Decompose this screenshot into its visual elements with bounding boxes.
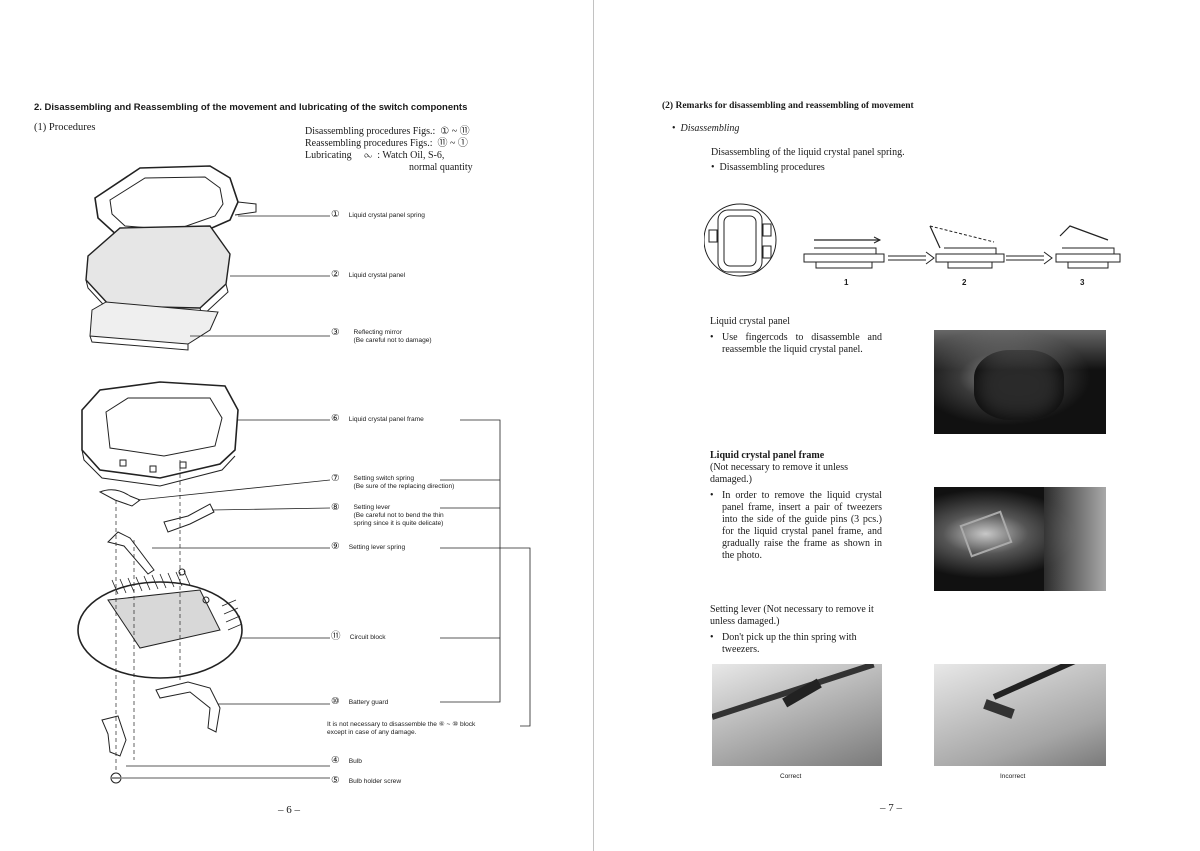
callout-number: ④ — [331, 755, 340, 766]
callout-text: Liquid crystal panel — [348, 272, 406, 279]
callout-text: Reflecting mirror (Be careful not to dam… — [353, 329, 432, 344]
lubricating-line: Lubricating ⧜ : Watch Oil, S-6, — [305, 150, 473, 162]
callout-number: ⑨ — [331, 541, 340, 552]
callout-panel-frame: ⑥ Liquid crystal panel frame — [331, 413, 424, 424]
callout-number: ② — [331, 269, 340, 280]
battery-guard-part — [155, 681, 221, 733]
callout-setting-lever: ⑧ Setting lever (Be careful not to bend t… — [331, 502, 444, 528]
lcd-spring-procedures: • Disassembling procedures — [711, 162, 825, 173]
procedures-label: Disassembling procedures — [719, 162, 825, 173]
step-label-1: 1 — [844, 278, 849, 287]
callout-number: ⑧ — [331, 502, 340, 513]
callout-text: Liquid crystal panel spring — [348, 212, 425, 219]
lcd-panel-instruction: Use fingercods to disassemble and reasse… — [722, 332, 882, 355]
callout-number: ⑪ — [331, 631, 341, 642]
setting-lever-heading: Setting lever (Not necessary to remove i… — [710, 604, 874, 627]
step-label-2: 2 — [962, 278, 967, 287]
right-page: (2) Remarks for disassembling and reasse… — [600, 0, 1200, 851]
callout-switch-spring: ⑦ Setting switch spring (Be sure of the r… — [331, 473, 455, 491]
callout-text: Setting lever spring — [348, 544, 406, 551]
arrow-1-to-2 — [888, 251, 935, 265]
correct-photo — [712, 664, 882, 766]
callout-text: Setting switch spring (Be sure of the re… — [353, 475, 455, 490]
incorrect-photo — [934, 664, 1106, 766]
lcd-panel-heading: Liquid crystal panel — [710, 316, 790, 327]
callout-mirror: ③ Reflecting mirror (Be careful not to da… — [331, 327, 432, 345]
lcd-panel-bullet: •Use fingercods to disassemble and reass… — [710, 332, 882, 355]
callout-number: ⑦ — [331, 473, 340, 484]
callout-bulb: ④ Bulb — [331, 755, 362, 766]
disassembly-note: It is not necessary to disassemble the ⑥… — [327, 721, 476, 736]
callout-number: ⑥ — [331, 413, 340, 424]
lcd-spring-intro: Disassembling of the liquid crystal pane… — [711, 147, 905, 158]
callout-number: ⑩ — [331, 696, 340, 707]
spring-removal-steps-diagram — [704, 203, 1121, 277]
disassembling-label: Disassembling — [680, 123, 740, 134]
section-title: 2. Disassembling and Reassembling of the… — [34, 102, 468, 113]
callout-lever-spring: ⑨ Setting lever spring — [331, 541, 406, 552]
step-1-drawing — [803, 236, 885, 269]
lcd-frame-photo — [934, 487, 1106, 591]
callout-text: Bulb — [348, 758, 362, 765]
setting-lever-part — [163, 503, 215, 533]
callout-text: Circuit block — [349, 634, 386, 641]
lubricating-quantity: normal quantity — [409, 162, 473, 173]
step-label-3: 3 — [1080, 278, 1085, 287]
callout-circuit-block: ⑪ Circuit block — [331, 631, 386, 642]
incorrect-caption: Incorrect — [1000, 773, 1026, 780]
callout-lcd-panel: ② Liquid crystal panel — [331, 269, 406, 280]
callout-number: ① — [331, 209, 340, 220]
bulb-holder-screw-part — [110, 772, 122, 784]
bulb-part — [101, 715, 127, 757]
callout-number: ③ — [331, 327, 340, 338]
step-2-drawing — [929, 225, 1005, 269]
lcd-panel-part — [85, 225, 231, 317]
remarks-title: (2) Remarks for disassembling and reasse… — [662, 101, 914, 111]
lubricating-label: Lubricating — [305, 150, 352, 161]
page-gutter — [593, 0, 594, 851]
callout-text: Battery guard — [348, 699, 389, 706]
lcd-frame-instruction: In order to remove the liquid crystal pa… — [722, 490, 882, 561]
lcd-panel-photo — [934, 330, 1106, 434]
callout-battery-guard: ⑩ Battery guard — [331, 696, 389, 707]
callout-panel-spring: ① Liquid crystal panel spring — [331, 209, 425, 220]
subsection-title: (1) Procedures — [34, 122, 96, 133]
callout-text: Liquid crystal panel frame — [348, 416, 424, 423]
page-number: – 7 – — [880, 802, 902, 814]
callout-text: Bulb holder screw — [348, 778, 402, 785]
step-3-drawing — [1055, 225, 1121, 269]
correct-caption: Correct — [780, 773, 802, 780]
setting-lever-instruction: Don't pick up the thin spring with tweez… — [722, 632, 857, 655]
lcd-frame-note: (Not necessary to remove it unless damag… — [710, 462, 849, 485]
panel-frame-part — [81, 381, 239, 487]
lubricating-value: ⧜ : Watch Oil, S-6, — [364, 150, 445, 161]
callout-bulb-screw: ⑤ Bulb holder screw — [331, 775, 402, 786]
setting-switch-spring-part — [98, 489, 142, 507]
procedures-legend: Disassembling procedures Figs.: ① ~ ⑪ Re… — [305, 126, 473, 174]
circuit-block-part — [77, 568, 243, 679]
setting-lever-spring-part — [107, 531, 155, 575]
disassembling-procedures: Disassembling procedures Figs.: ① ~ ⑪ — [305, 126, 470, 137]
left-page: 2. Disassembling and Reassembling of the… — [0, 0, 596, 851]
callout-number: ⑤ — [331, 775, 340, 786]
lcd-frame-bullet: •In order to remove the liquid crystal p… — [710, 490, 882, 561]
disassembling-heading: • Disassembling — [672, 123, 740, 134]
page-number: – 6 – — [278, 804, 300, 816]
exploded-movement-diagram — [77, 165, 531, 784]
callout-text: Setting lever (Be careful not to bend th… — [353, 504, 444, 527]
mirror-part — [89, 301, 219, 351]
arrow-2-to-3 — [1006, 251, 1053, 265]
lcd-frame-heading: Liquid crystal panel frame — [710, 450, 825, 461]
setting-lever-bullet: •Don't pick up the thin spring with twee… — [710, 632, 882, 656]
reassembling-procedures: Reassembling procedures Figs.: ⑪ ~ ① — [305, 138, 468, 149]
